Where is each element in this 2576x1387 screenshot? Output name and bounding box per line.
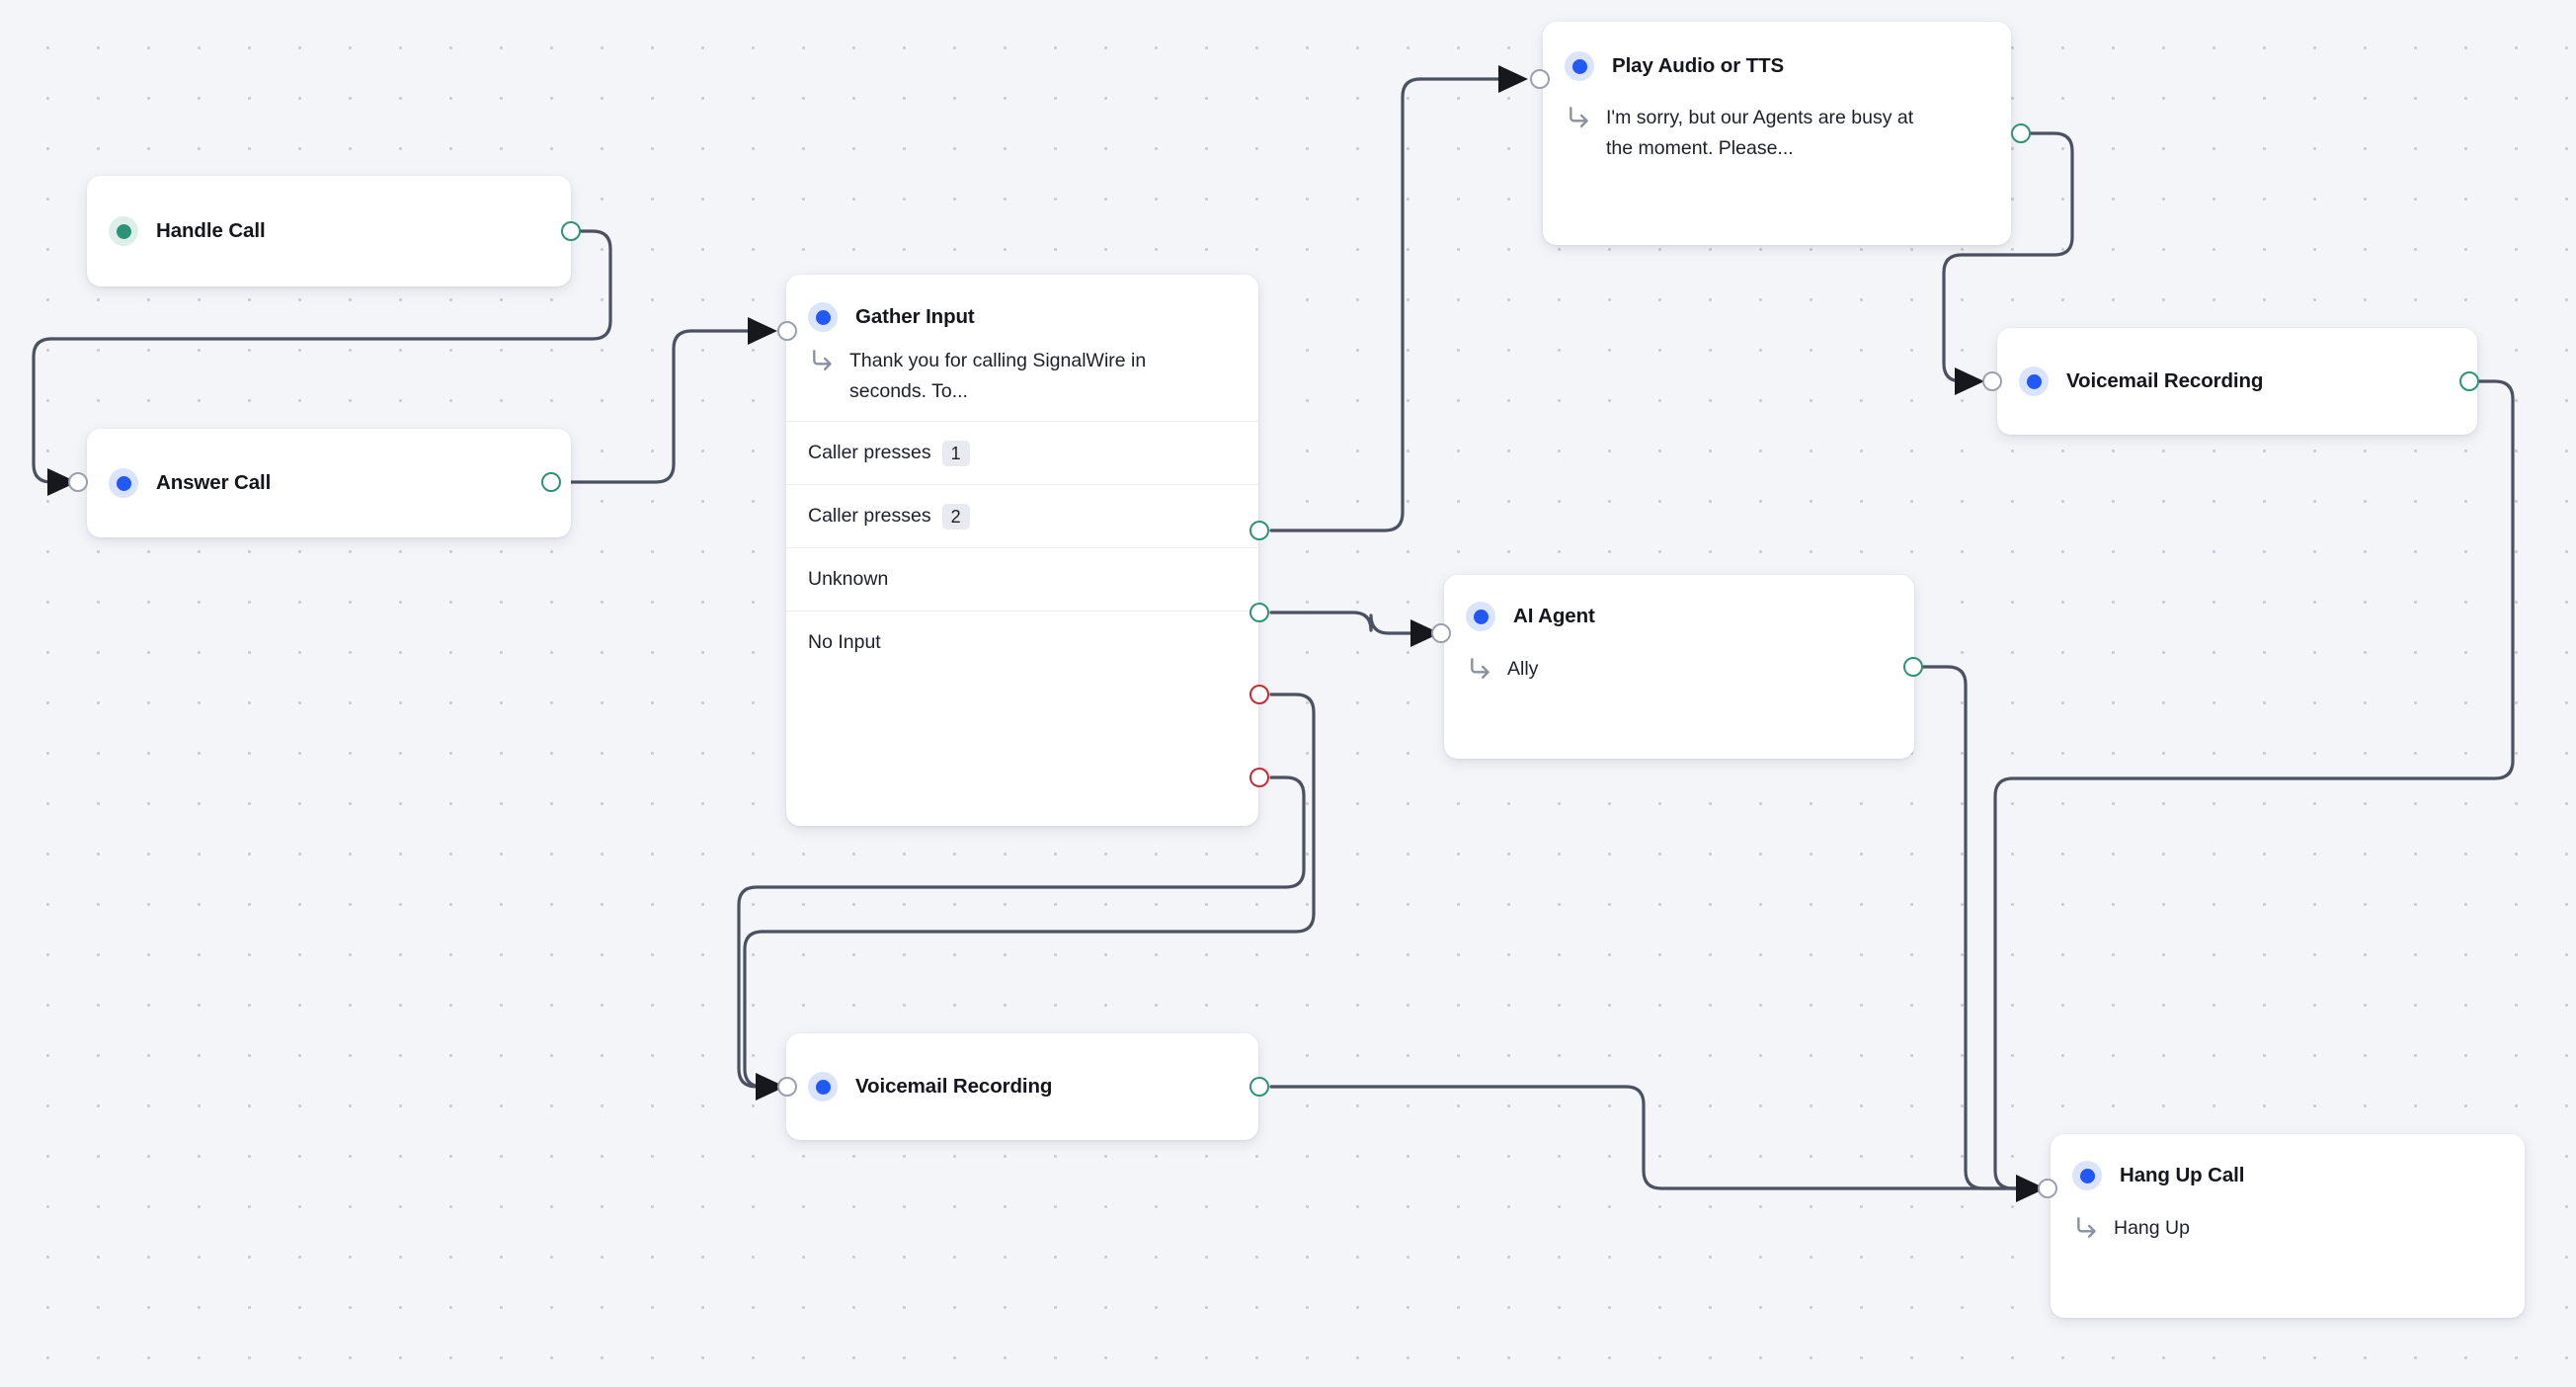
port-out-caller-presses-1[interactable] xyxy=(1249,521,1269,540)
node-play-audio-subtitle-row: I'm sorry, but our Agents are busy at th… xyxy=(1543,103,2011,164)
port-out-unknown[interactable] xyxy=(1249,685,1269,704)
branch-label: Unknown xyxy=(808,568,889,590)
port-in-voicemail-recording-top[interactable] xyxy=(1982,371,2002,391)
arrow-head-gather-input-in xyxy=(748,317,777,345)
node-answer-call[interactable]: Answer Call xyxy=(87,429,571,537)
subflow-arrow-icon xyxy=(2077,1217,2096,1238)
node-subtitle: I'm sorry, but our Agents are busy at th… xyxy=(1606,107,1914,159)
status-dot-green-icon xyxy=(109,216,138,246)
node-title: Play Audio or TTS xyxy=(1612,54,1785,77)
port-in-ai-agent[interactable] xyxy=(1431,623,1451,643)
node-voicemail-top-header: Voicemail Recording xyxy=(1997,328,2477,435)
edge-answer-call-to-gather-input xyxy=(569,329,774,484)
node-handle-call[interactable]: Handle Call xyxy=(87,176,571,286)
node-ai-agent[interactable]: AI Agent Ally xyxy=(1444,575,1914,759)
branch-badge: 2 xyxy=(941,503,970,530)
node-answer-call-header: Answer Call xyxy=(87,429,571,537)
port-in-hang-up-call[interactable] xyxy=(2038,1179,2057,1198)
node-subtitle: Hang Up xyxy=(2114,1217,2190,1239)
port-out-handle-call[interactable] xyxy=(561,221,581,241)
port-out-ai-agent[interactable] xyxy=(1903,657,1923,677)
node-subtitle: Ally xyxy=(1507,658,1539,680)
arrow-head-voicemail-top-in xyxy=(1955,367,1984,395)
node-title: Hang Up Call xyxy=(2120,1164,2245,1186)
edge-voicemail-bottom-to-hang-up xyxy=(1269,1085,2043,1190)
status-dot-blue-icon xyxy=(808,302,838,332)
node-voicemail-recording-top[interactable]: Voicemail Recording xyxy=(1997,328,2477,435)
node-subtitle: Thank you for calling SignalWire in seco… xyxy=(849,350,1147,402)
node-title: Voicemail Recording xyxy=(855,1075,1053,1098)
node-ai-agent-subtitle-row: Ally xyxy=(1444,654,1914,685)
branch-badge: 1 xyxy=(941,440,970,466)
node-title: AI Agent xyxy=(1513,605,1595,627)
node-voicemail-recording-bottom[interactable]: Voicemail Recording xyxy=(786,1033,1258,1140)
node-play-audio-or-tts[interactable]: Play Audio or TTS I'm sorry, but our Age… xyxy=(1543,22,2011,245)
status-dot-blue-icon xyxy=(2072,1161,2102,1190)
node-title: Handle Call xyxy=(156,219,266,242)
branch-row-no-input[interactable]: No Input xyxy=(786,611,1258,674)
port-out-no-input[interactable] xyxy=(1249,768,1269,787)
node-gather-input-subtitle-row: Thank you for calling SignalWire in seco… xyxy=(786,346,1258,407)
branch-row-unknown[interactable]: Unknown xyxy=(786,547,1258,611)
status-dot-blue-icon xyxy=(808,1072,838,1101)
branch-label: Caller presses xyxy=(808,505,931,527)
node-title: Voicemail Recording xyxy=(2066,369,2264,392)
port-out-play-audio-or-tts[interactable] xyxy=(2011,123,2031,143)
branch-label: Caller presses xyxy=(808,442,931,463)
node-hang-up-header: Hang Up Call xyxy=(2051,1134,2525,1199)
port-in-gather-input[interactable] xyxy=(777,321,797,341)
port-in-voicemail-recording-bottom[interactable] xyxy=(777,1077,797,1097)
node-title: Answer Call xyxy=(156,471,272,494)
subflow-arrow-icon xyxy=(813,350,832,370)
port-out-caller-presses-2[interactable] xyxy=(1249,603,1269,622)
port-in-answer-call[interactable] xyxy=(68,472,88,492)
port-out-answer-call[interactable] xyxy=(541,472,561,492)
node-title: Gather Input xyxy=(855,305,975,328)
node-gather-input[interactable]: Gather Input Thank you for calling Signa… xyxy=(786,275,1258,826)
node-handle-call-header: Handle Call xyxy=(87,176,571,286)
status-dot-blue-icon xyxy=(1466,602,1495,631)
status-dot-blue-icon xyxy=(109,468,138,498)
node-voicemail-bottom-header: Voicemail Recording xyxy=(786,1033,1258,1140)
edge-presses1-to-play-audio xyxy=(1269,77,1525,532)
branch-row-caller-presses-2[interactable]: Caller presses 2 xyxy=(786,484,1258,547)
node-ai-agent-header: AI Agent xyxy=(1444,575,1914,640)
branch-label: No Input xyxy=(808,631,881,653)
edge-voicemail-top-to-hang-up xyxy=(1993,379,2515,1190)
node-hang-up-subtitle-row: Hang Up xyxy=(2051,1213,2525,1244)
edge-ai-agent-to-hang-up xyxy=(1921,665,2043,1190)
status-dot-blue-icon xyxy=(1565,51,1594,81)
port-out-voicemail-recording-bottom[interactable] xyxy=(1249,1077,1269,1097)
branch-row-caller-presses-1[interactable]: Caller presses 1 xyxy=(786,421,1258,484)
node-hang-up-call[interactable]: Hang Up Call Hang Up xyxy=(2051,1134,2525,1318)
subflow-arrow-icon xyxy=(1471,658,1489,679)
port-in-play-audio-or-tts[interactable] xyxy=(1530,69,1550,89)
subflow-arrow-icon xyxy=(1570,107,1588,127)
node-gather-input-header: Gather Input xyxy=(786,275,1258,344)
arrow-head-play-audio-in xyxy=(1498,65,1528,93)
edge-presses2-to-ai-agent xyxy=(1269,611,1432,635)
gather-input-branch-list: Caller presses 1 Caller presses 2 Unknow… xyxy=(786,421,1258,674)
status-dot-blue-icon xyxy=(2019,367,2049,396)
node-play-audio-header: Play Audio or TTS xyxy=(1543,22,2011,91)
port-out-voicemail-recording-top[interactable] xyxy=(2459,371,2479,391)
